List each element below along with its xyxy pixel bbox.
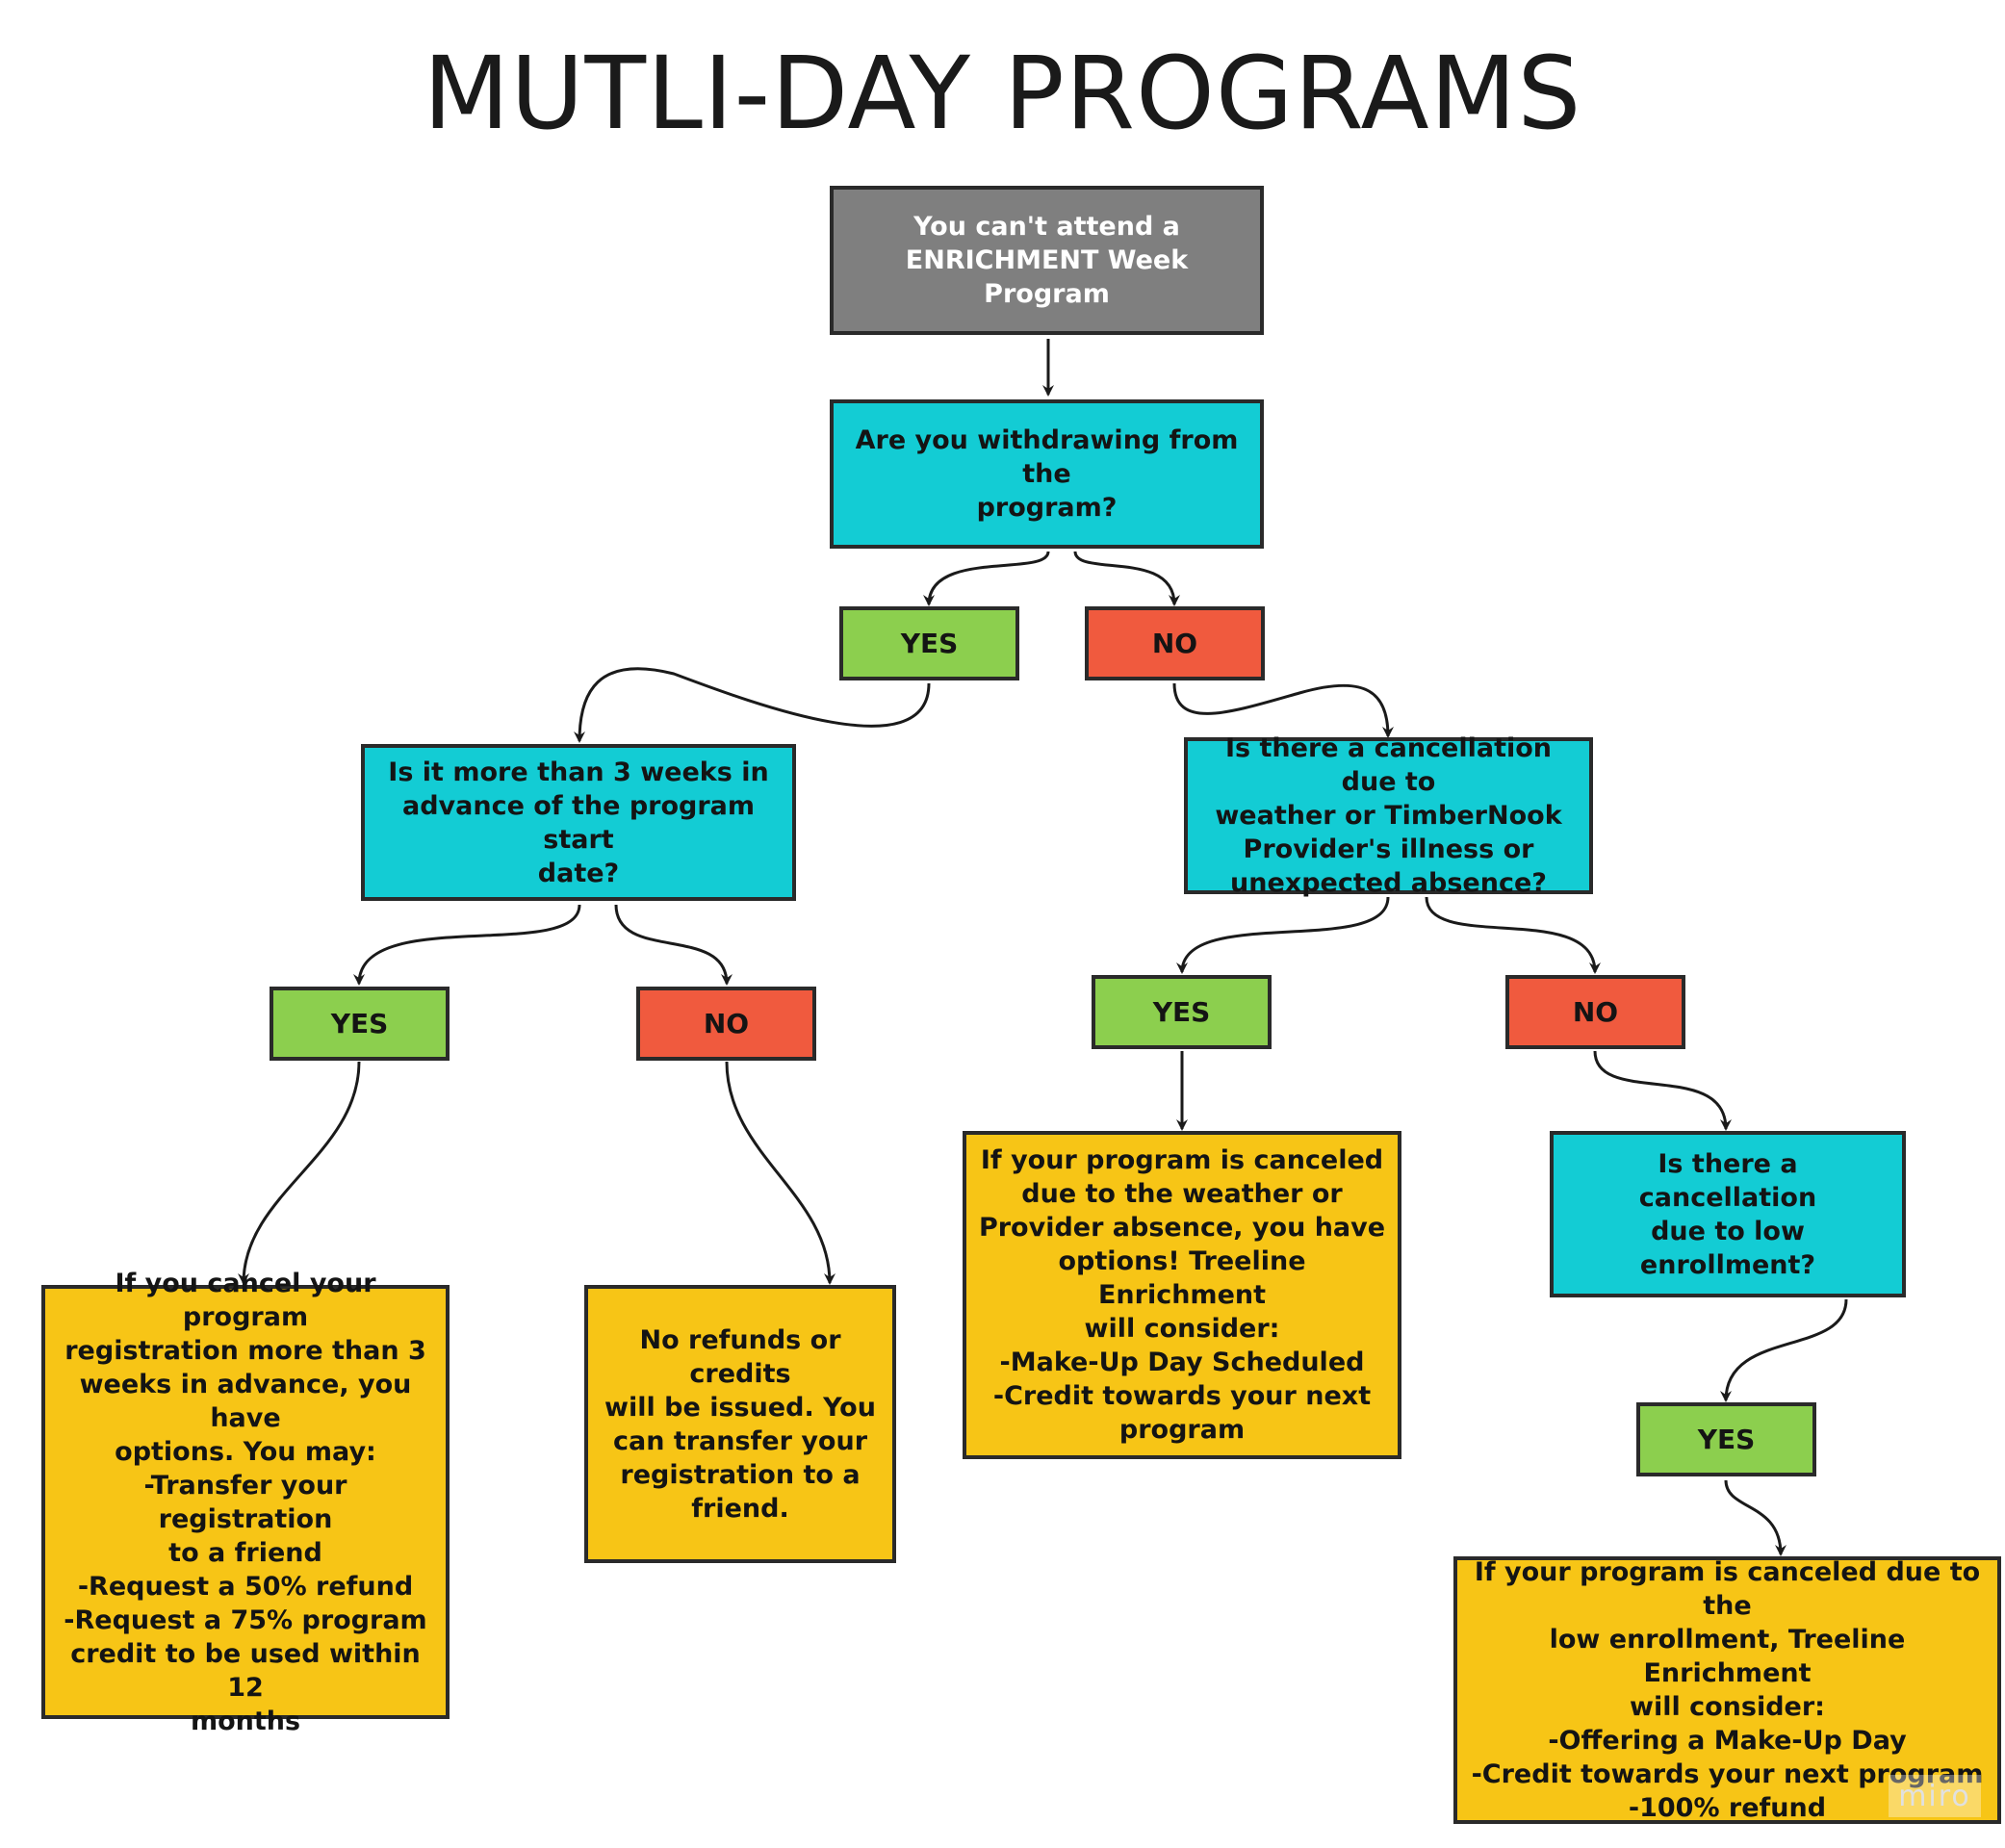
connector-withdraw-to-no — [1073, 551, 1180, 606]
question-weather-provider-cancellation: Is there a cancellation due to weather o… — [1184, 733, 1593, 898]
question-low-enrollment: Is there a cancellation due to low enrol… — [1550, 1131, 1906, 1297]
connector-withdraw-to-yes — [923, 551, 1050, 606]
start-node: You can't attend a ENRICHMENT Week Progr… — [830, 186, 1264, 335]
connector-enrollment-yes-to-outcome — [1724, 1479, 1787, 1556]
yes-three-weeks-advance: YES — [270, 987, 450, 1061]
connector-weather-to-yes — [1176, 896, 1390, 974]
outcome-low-enrollment-options: If your program is canceled due to the l… — [1453, 1556, 2001, 1824]
outcome-no-refunds: No refunds or credits will be issued. Yo… — [584, 1285, 896, 1563]
miro-watermark: miro — [1889, 1775, 1981, 1817]
outcome-cancel-three-weeks-advance: If you cancel your program registration … — [41, 1269, 450, 1736]
outcome-weather-provider-options: If your program is canceled due to the w… — [963, 1131, 1401, 1459]
connector-advance-to-no — [614, 904, 733, 986]
connector-advance-no-to-outcome — [725, 1061, 835, 1285]
connector-weather-no-to-enrollment — [1593, 1050, 1732, 1131]
question-withdrawing: Are you withdrawing from the program? — [830, 399, 1264, 549]
connector-yes-to-advance — [574, 667, 931, 743]
connector-weather-to-no — [1425, 896, 1601, 974]
question-three-weeks-advance: Is it more than 3 weeks in advance of th… — [361, 744, 796, 901]
connector-advance-to-yes — [353, 904, 581, 986]
connector-advance-yes-to-outcome — [238, 1061, 361, 1285]
yes-weather-provider-cancellation: YES — [1092, 975, 1272, 1049]
yes-withdrawing: YES — [839, 606, 1019, 680]
connector-enrollment-to-yes — [1720, 1298, 1848, 1402]
yes-low-enrollment: YES — [1636, 1402, 1816, 1476]
no-three-weeks-advance: NO — [636, 987, 816, 1061]
diagram-title: MUTLI-DAY PROGRAMS — [423, 35, 1582, 152]
no-weather-provider-cancellation: NO — [1505, 975, 1685, 1049]
no-withdrawing: NO — [1085, 606, 1265, 680]
connector-no-to-weather — [1172, 682, 1394, 738]
